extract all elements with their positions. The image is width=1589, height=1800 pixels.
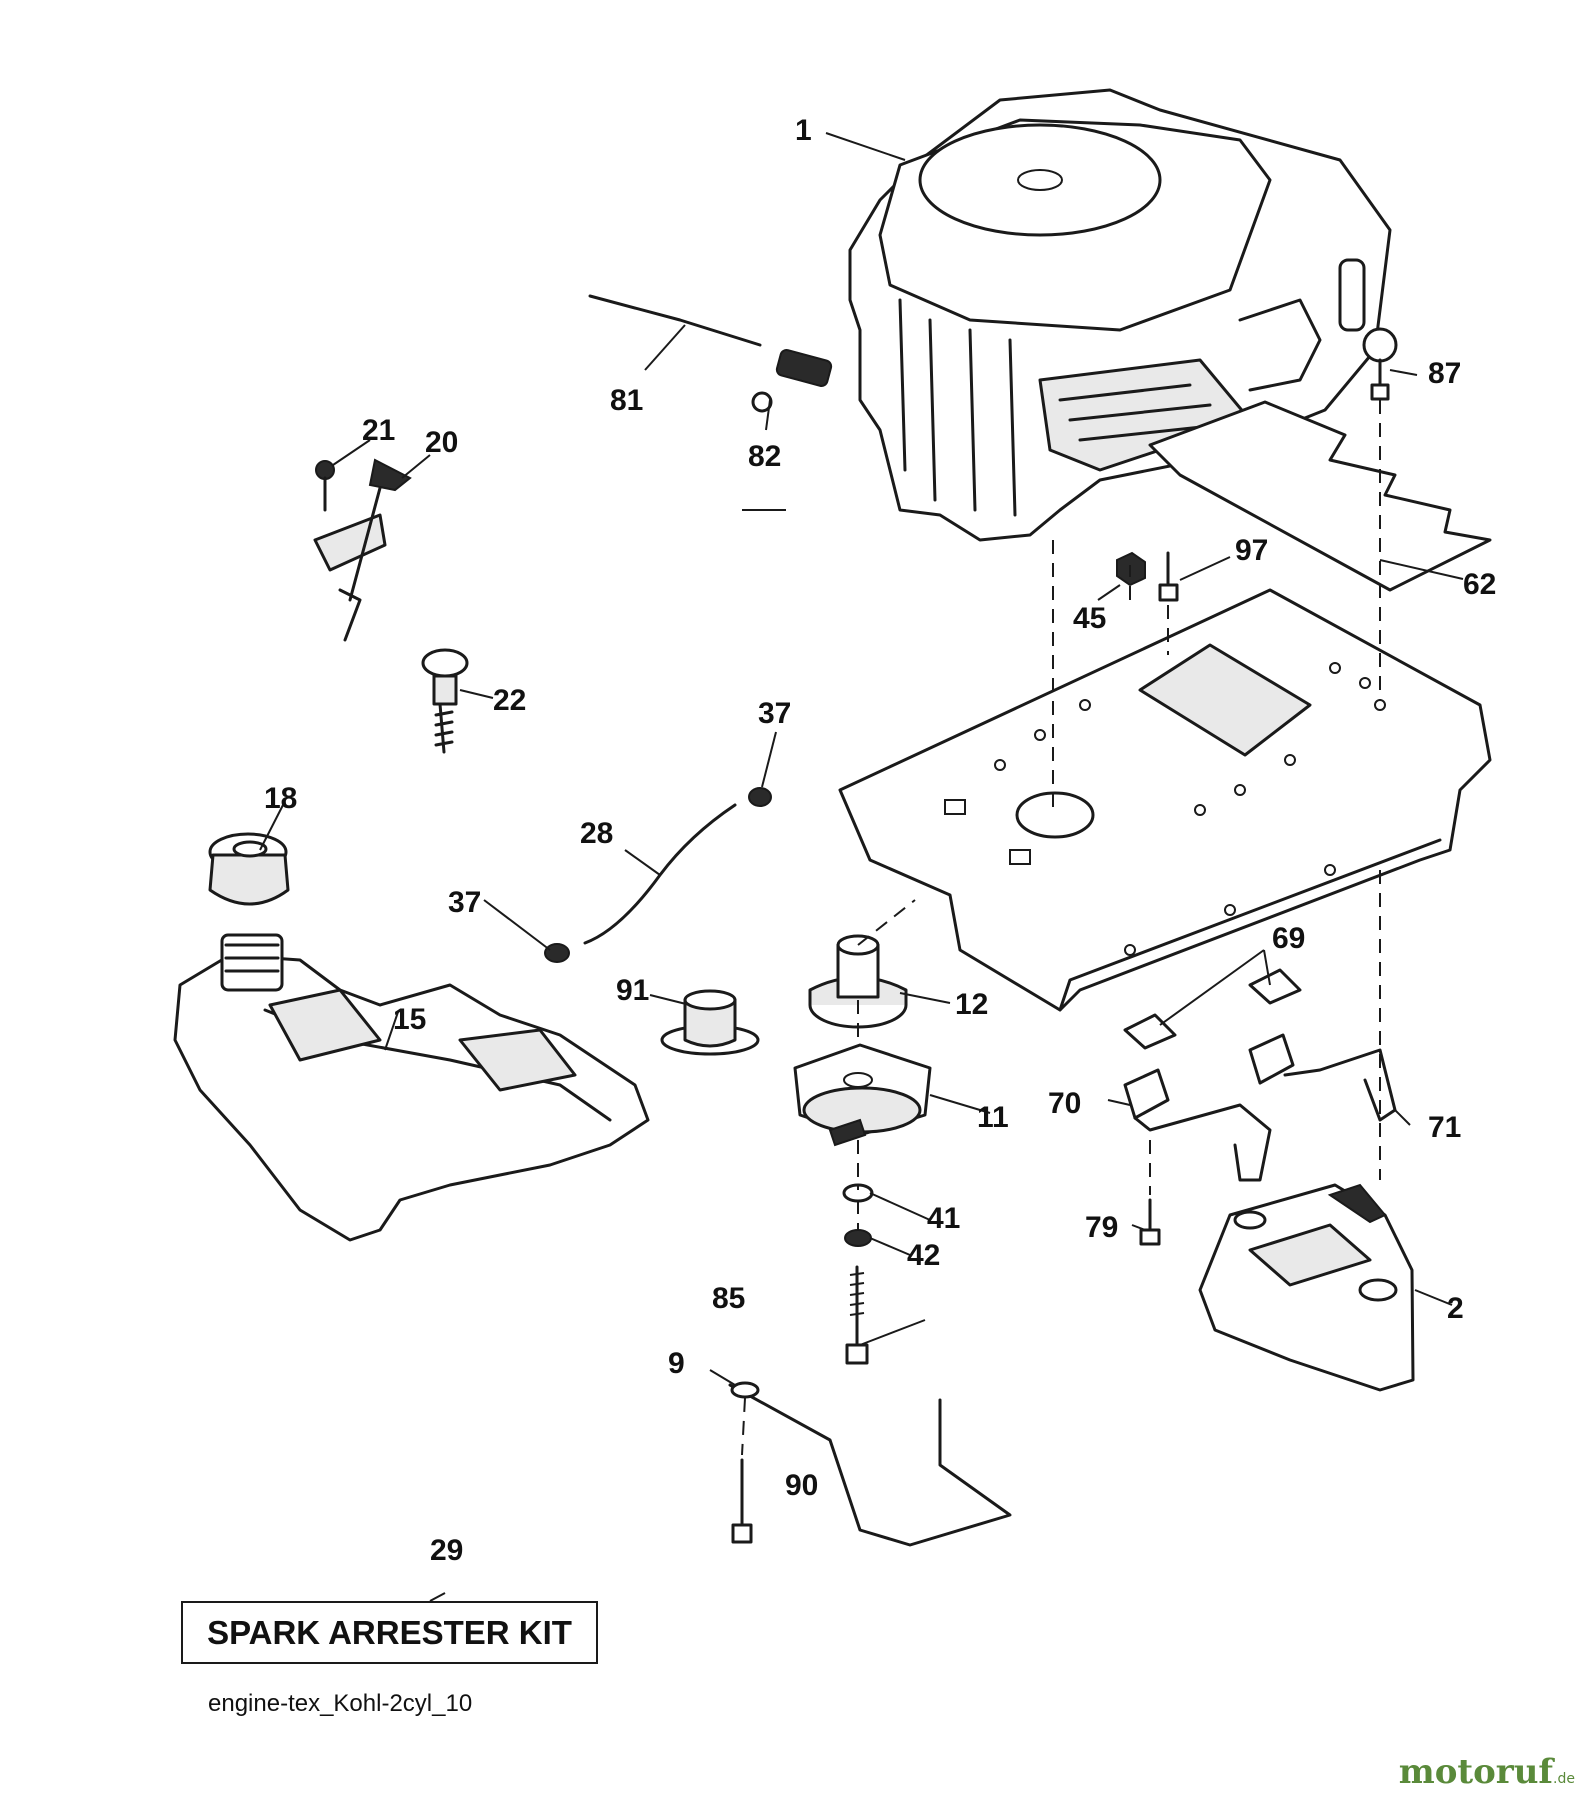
callout-29: 29 [430,1534,463,1567]
callout-91: 91 [616,974,649,1007]
plate-holes [944,662,1386,956]
assembly-lines [741,400,1381,1456]
callout-71: 71 [1428,1111,1461,1144]
bolt-87 [1362,327,1398,401]
brand-suffix: .de [1553,1771,1575,1787]
brand-name: motoruf [1398,1752,1554,1792]
spark-arrester-kit-label: SPARK ARRESTER KIT [207,1613,572,1651]
callout-82: 82 [748,440,781,473]
exhaust-pipe-right [1248,1033,1397,1122]
bracket-rod [728,1383,1012,1547]
callout-79: 79 [1085,1211,1118,1244]
callout-2: 2 [1447,1292,1464,1325]
fuel-filter [751,349,833,413]
bolt-85 [845,1265,869,1365]
pto-clutch [793,1043,932,1147]
callouts: 1 2 9 11 12 15 18 20 21 22 28 29 37 37 4… [264,114,1496,1567]
callout-9: 9 [668,1347,685,1380]
heat-shield [1148,400,1492,592]
callout-37-upper: 37 [758,697,791,730]
bushing [660,989,760,1056]
callout-22: 22 [493,684,526,717]
leader-lines [259,132,1464,1602]
chassis-plate [838,588,1492,1012]
callout-90: 90 [785,1469,818,1502]
bolt-90 [731,1458,753,1544]
washer-42 [844,1229,872,1247]
callout-41: 41 [927,1202,960,1235]
pulley [808,934,908,1029]
callout-81: 81 [610,384,643,417]
callout-20: 20 [425,426,458,459]
callout-15: 15 [393,1003,426,1036]
callout-28: 28 [580,817,613,850]
callout-37-lower: 37 [448,886,481,919]
callout-70: 70 [1048,1087,1081,1120]
muffler [1198,1183,1415,1392]
spark-arrester-kit-box: SPARK ARRESTER KIT [181,1601,598,1664]
callout-85: 85 [712,1282,745,1315]
callout-69: 69 [1272,922,1305,955]
callout-21: 21 [362,414,395,447]
brand-logo: motoruf.de [1399,1752,1575,1792]
hose-clamp-upper [748,787,772,807]
callout-42: 42 [907,1239,940,1272]
gaskets [1123,968,1302,1050]
callout-87: 87 [1428,357,1461,390]
fuel-cap [208,832,290,906]
throttle-control [313,458,412,642]
fuel-hose-81 [588,294,762,347]
callout-18: 18 [264,782,297,815]
exhaust-pipe-left [1123,1068,1272,1182]
rod-eye [730,1381,760,1399]
choke-knob [421,648,469,754]
hose-clamp-lower [544,943,570,963]
bolt-97 [1158,551,1179,602]
file-reference: engine-tex_Kohl-2cyl_10 [208,1690,473,1717]
callout-62: 62 [1463,568,1496,601]
engine [848,88,1392,542]
callout-12: 12 [955,988,988,1021]
callout-45: 45 [1073,602,1106,635]
fuel-tank [173,933,650,1242]
bolt-79 [1139,1198,1161,1246]
callout-1: 1 [795,114,812,147]
callout-11: 11 [977,1101,1009,1134]
callout-97: 97 [1235,534,1268,567]
